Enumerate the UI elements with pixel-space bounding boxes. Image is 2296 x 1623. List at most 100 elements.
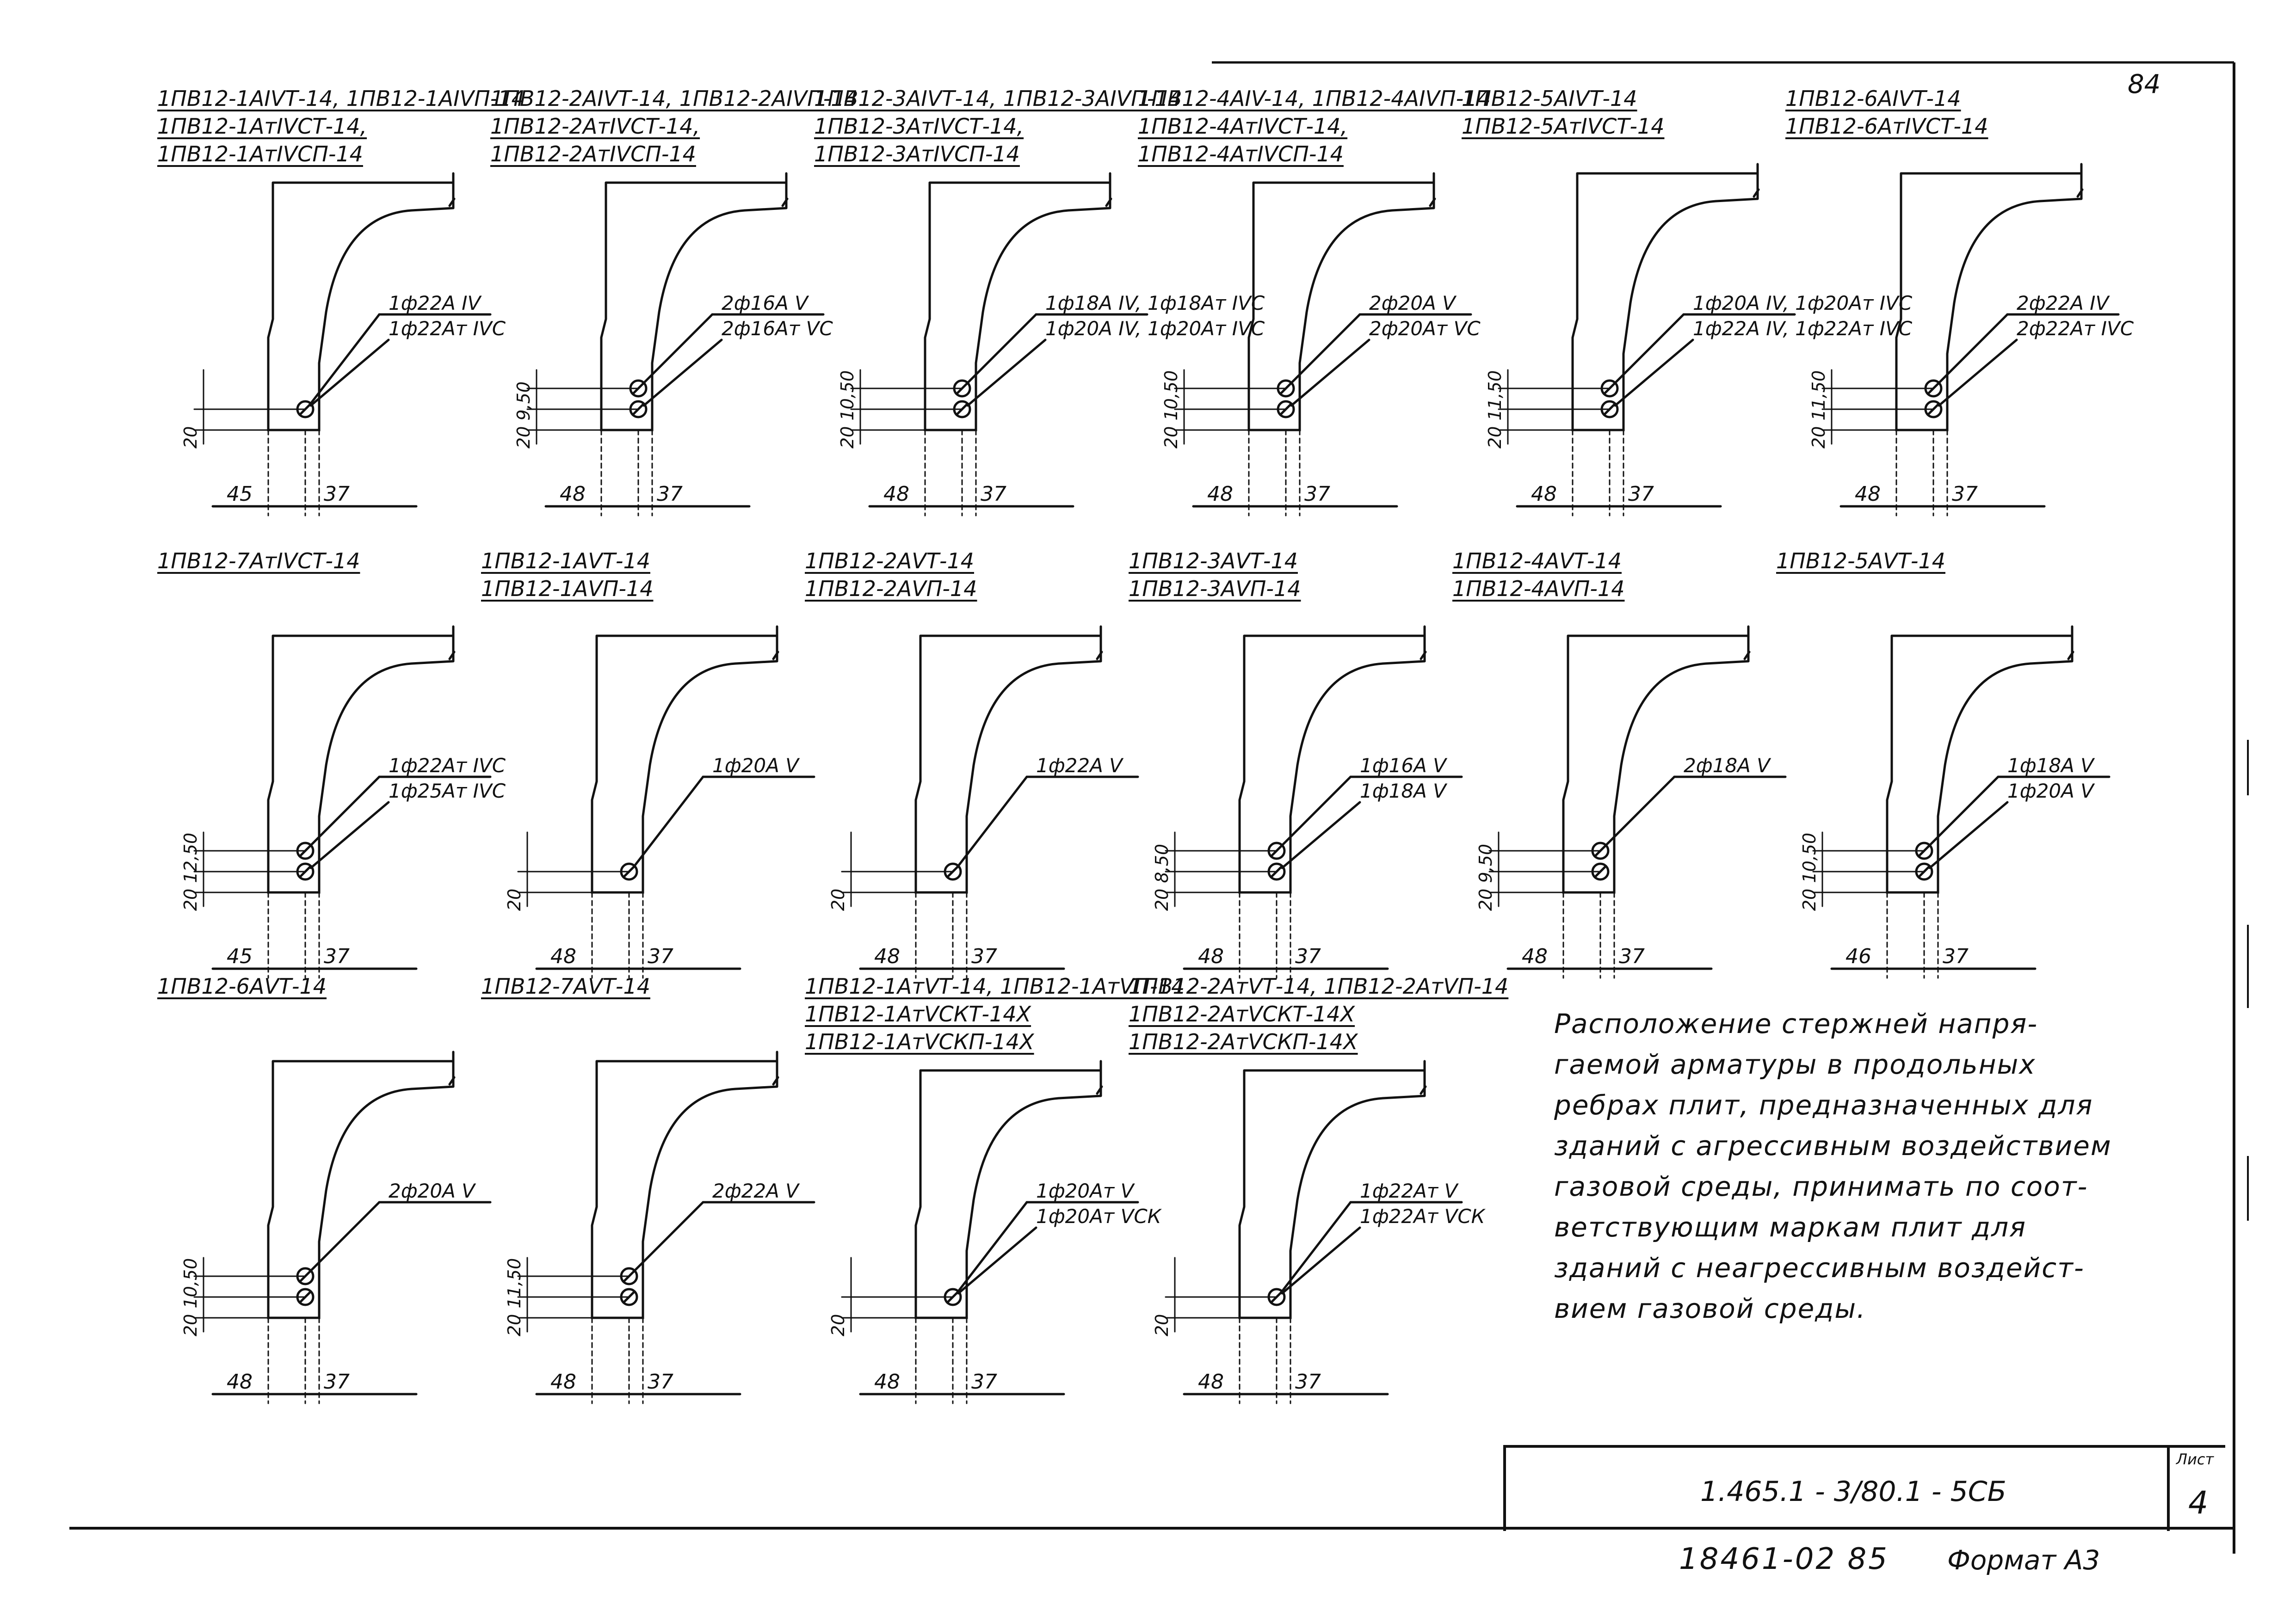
section-mark-title: 1ПВ12-7АтIVСТ-14 <box>157 550 360 578</box>
dimension-value: 48 <box>550 945 576 968</box>
dimension-value: 20 11,50 <box>1808 370 1829 449</box>
section-mark: 1ПВ12-1АVП-14 <box>481 576 654 601</box>
dimension-value: 37 <box>648 1370 673 1394</box>
section-mark: 1ПВ12-2АVП-14 <box>805 576 977 601</box>
section-mark: 1ПВ12-3АVП-14 <box>1129 576 1301 601</box>
section-mark: 1ПВ12-1АтVСКП-14Х <box>805 1029 1034 1054</box>
leader-line <box>1604 775 1676 848</box>
bar-callout: 2ф22А IV <box>2017 292 2111 314</box>
sheet-label: Лист <box>2176 1451 2214 1468</box>
section-mark: 1ПВ12-3АтIVСТ-14, <box>814 114 1024 139</box>
section-mark: 1ПВ12-1АVТ-14 <box>481 548 650 573</box>
bar-callout: 2ф16Ат VС <box>722 317 833 340</box>
dimension-value: 48 <box>560 482 586 506</box>
dimension-value: 37 <box>1952 482 1978 506</box>
section-mark-title: 1ПВ12-1АVТ-14 1ПВ12-1АVП-14 <box>481 550 653 606</box>
dimension-value: 20 10,50 <box>837 370 858 449</box>
bar-callout: 1ф22А IV <box>389 292 482 314</box>
flange-break-line <box>734 625 779 665</box>
dimension-value: 20 <box>504 889 525 911</box>
dimension-value: 48 <box>874 1370 900 1394</box>
section-mark: 1ПВ12-5АтIVСТ-14 <box>1462 114 1665 139</box>
section-mark: 1ПВ12-4АIV-14, 1ПВ12-4АIVП-14 <box>1138 86 1491 111</box>
leader-line <box>1613 313 1685 385</box>
section-mark-title: 1ПВ12-4АIV-14, 1ПВ12-4АIVП-14 1ПВ12-4АтIV… <box>1138 88 1491 171</box>
dimension-value: 20 12,50 <box>180 833 201 911</box>
rib-outline <box>1238 1069 1426 1319</box>
dimension-value: 48 <box>874 945 900 968</box>
leader-line <box>1281 1226 1361 1295</box>
note-line: ребрах плит, предназначенных для <box>1554 1089 2093 1121</box>
bar-callout: 1ф18А IV, 1ф18Ат IVС <box>1045 292 1265 314</box>
section-mark: 1ПВ12-4АVП-14 <box>1452 576 1625 601</box>
flange-break-line <box>410 1051 456 1090</box>
bar-callout: 2ф22А V <box>712 1180 800 1202</box>
leader-line <box>1289 313 1361 385</box>
bar-callout: 1ф22А V <box>1036 754 1124 777</box>
section-mark: 1ПВ12-7АтIVСТ-14 <box>157 548 360 573</box>
rib-outline <box>267 181 455 431</box>
section-mark: 1ПВ12-5АIVТ-14 <box>1462 86 1637 111</box>
dimension-value: 20 10,50 <box>180 1258 201 1336</box>
note-line: вием газовой среды. <box>1554 1293 1866 1324</box>
leader-line <box>632 1201 704 1273</box>
bar-callout: 1ф18А V <box>2007 754 2095 777</box>
flange-break-line <box>410 172 456 212</box>
dimension-value: 37 <box>324 482 350 506</box>
note-text: Расположение стержней напря- гаемой арма… <box>1554 1003 2211 1329</box>
section-mark: 1ПВ12-1АтIVСП-14 <box>157 141 363 166</box>
bar-callout: 1ф20А IV, 1ф20Ат IVС <box>1693 292 1913 314</box>
leader-line <box>1927 775 2000 848</box>
dimension-value: 20 11,50 <box>1485 370 1505 449</box>
leader-line <box>309 775 381 848</box>
bar-callout: 1ф22Ат IVС <box>389 754 506 777</box>
leader-line <box>632 775 704 868</box>
flange-break-line <box>1382 625 1427 665</box>
note-line: гаемой арматуры в продольных <box>1554 1049 2036 1080</box>
bar-callout: 2ф18А V <box>1684 754 1771 777</box>
section-mark-title: 1ПВ12-1АтVТ-14, 1ПВ12-1АтVП-14 1ПВ12-1АтV… <box>805 976 1185 1059</box>
section-mark: 1ПВ12-4АтIVСТ-14, <box>1138 114 1348 139</box>
flange-break-line <box>1067 172 1112 212</box>
dimension-value: 48 <box>1198 945 1224 968</box>
rib-outline <box>1571 172 1759 431</box>
dimension-value: 48 <box>1207 482 1233 506</box>
section-mark: 1ПВ12-1АтVТ-14, 1ПВ12-1АтVП-14 <box>805 974 1185 999</box>
dimension-value: 48 <box>883 482 909 506</box>
leader-line <box>309 1201 381 1273</box>
title-block: 1.465.1 - 3/80.1 - 5СБ Лист 4 <box>1503 1445 2225 1531</box>
dimension-value: 37 <box>324 1370 350 1394</box>
leader-line <box>965 313 1037 385</box>
inventory-number: 18461-02 85 <box>1679 1542 1889 1576</box>
dimension-value: 37 <box>1628 482 1654 506</box>
flange-break-line <box>1391 172 1436 212</box>
section-mark-title: 1ПВ12-5АIVТ-14 1ПВ12-5АтIVСТ-14 <box>1462 88 1664 143</box>
section-mark: 1ПВ12-2АтVТ-14, 1ПВ12-2АтVП-14 <box>1129 974 1509 999</box>
flange-break-line <box>2029 625 2074 665</box>
section-mark: 1ПВ12-1АтIVСТ-14, <box>157 114 367 139</box>
sheet-number: 4 <box>2188 1485 2209 1521</box>
dimension-value: 37 <box>1943 945 1969 968</box>
leader-line <box>956 775 1028 868</box>
dimension-value: 48 <box>1522 945 1548 968</box>
leader-line <box>1280 1201 1352 1294</box>
dimension-value: 20 <box>828 889 848 911</box>
dimension-value: 45 <box>227 482 253 506</box>
bar-callout: 2ф20Ат VС <box>1369 317 1481 340</box>
dimension-value: 20 9,50 <box>513 381 534 449</box>
leader-line <box>309 801 390 869</box>
document-code: 1.465.1 - 3/80.1 - 5СБ <box>1700 1475 2006 1508</box>
section-mark: 1ПВ12-2АIVТ-14, 1ПВ12-2АIVП-14 <box>490 86 858 111</box>
